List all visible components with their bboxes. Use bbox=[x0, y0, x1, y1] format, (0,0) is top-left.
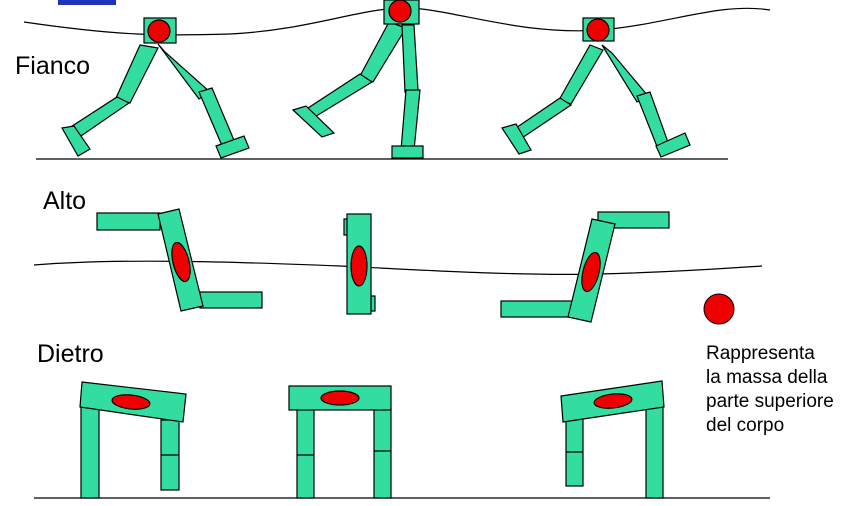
back-view bbox=[34, 380, 770, 499]
side-figure-3 bbox=[501, 17, 691, 158]
legend-text: Rappresenta la massa della parte superio… bbox=[706, 342, 834, 438]
top-trajectory-line bbox=[33, 260, 763, 275]
back-figure-3 bbox=[560, 380, 665, 499]
top-figure-1 bbox=[96, 212, 263, 309]
top-view-label: Alto bbox=[43, 187, 87, 215]
side-figure-1 bbox=[61, 17, 250, 159]
legend-line-3: parte superiore bbox=[706, 391, 834, 412]
back-figure-1 bbox=[79, 381, 187, 499]
back-view-label: Dietro bbox=[37, 340, 104, 368]
top-figure-3 bbox=[500, 211, 670, 318]
back-figure-2 bbox=[288, 385, 392, 499]
corner-accent bbox=[58, 0, 116, 5]
legend-line-2: la massa della bbox=[706, 367, 828, 388]
top-mass-markers bbox=[171, 241, 601, 293]
legend-line-1: Rappresenta bbox=[706, 343, 815, 364]
side-view-label: Fianco bbox=[15, 52, 91, 80]
legend-mass-icon bbox=[703, 293, 735, 325]
side-figure-2 bbox=[291, 0, 424, 159]
top-view bbox=[33, 208, 763, 323]
side-view bbox=[23, 0, 771, 160]
legend-line-4: del corpo bbox=[706, 415, 785, 436]
